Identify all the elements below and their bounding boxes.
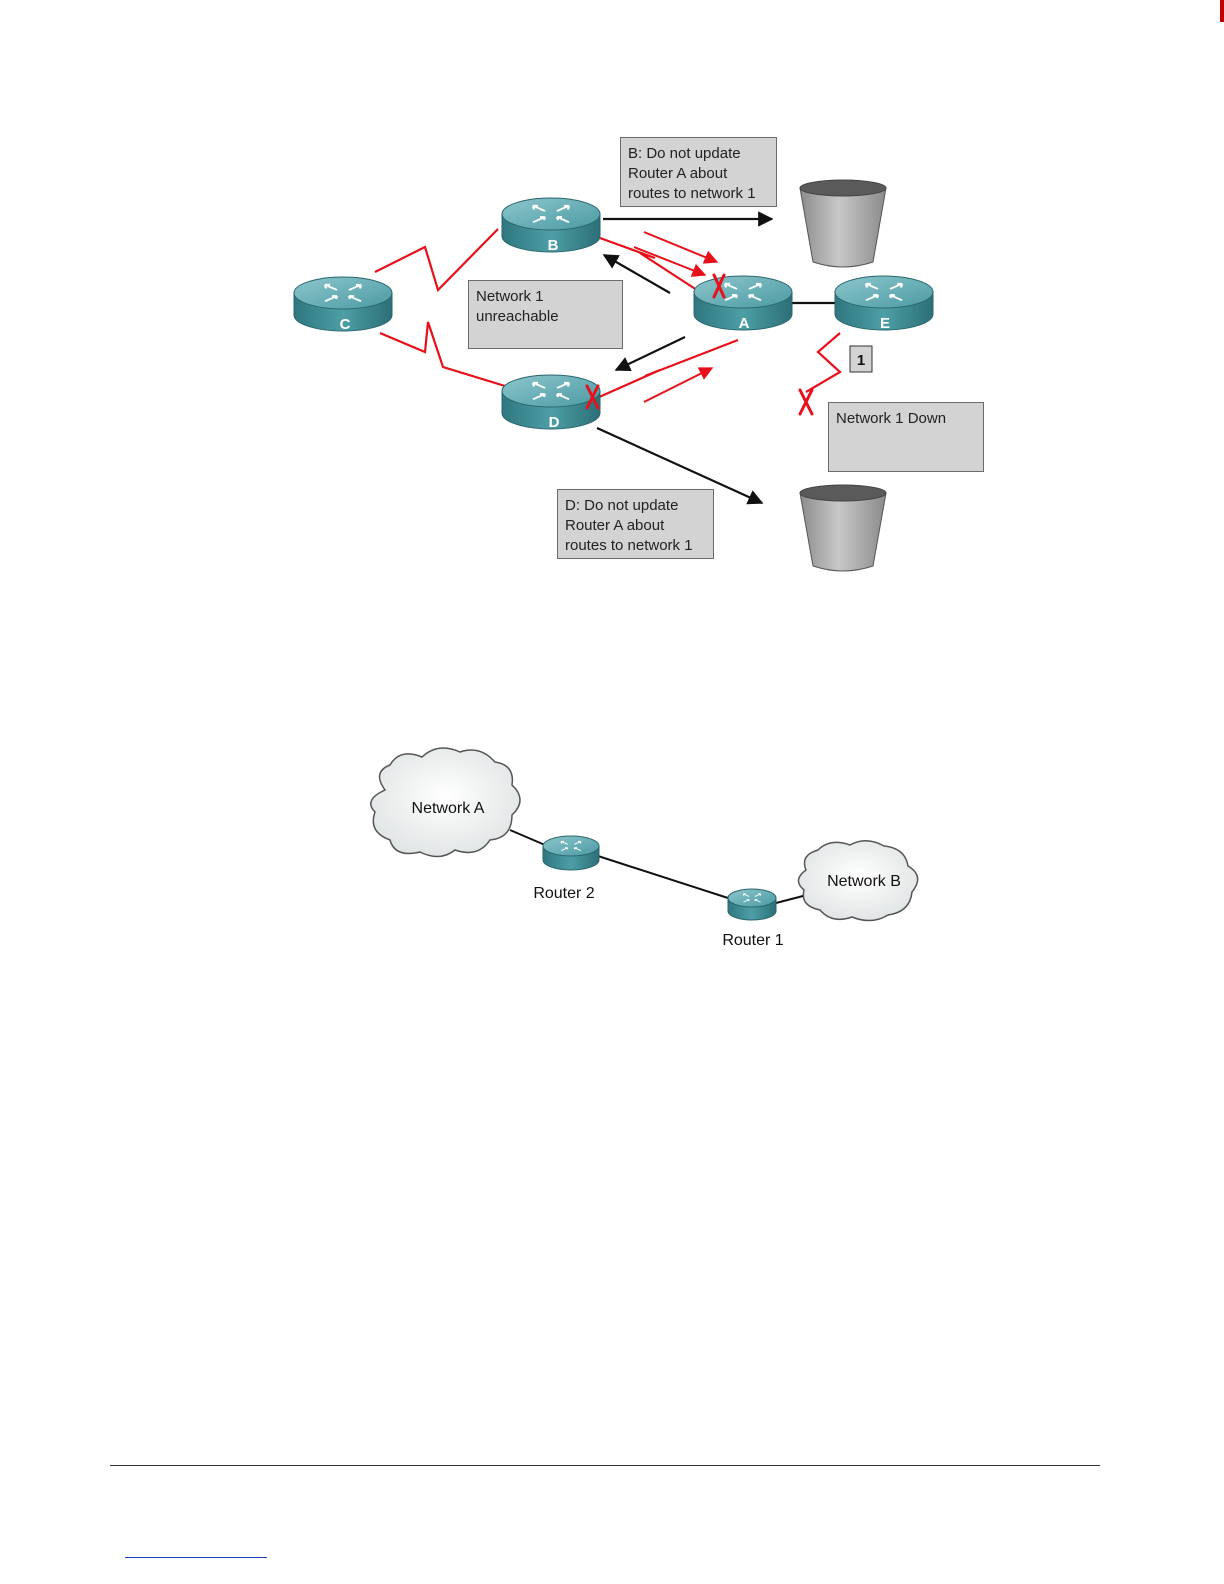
network-1-tag-label: 1 bbox=[857, 352, 865, 369]
router-d-note: D: Do not update Router A about routes t… bbox=[557, 489, 714, 559]
network-b-label: Network B bbox=[827, 873, 901, 890]
router-b-note: B: Do not update Router A about routes t… bbox=[620, 137, 777, 207]
update-arrow-b-to-a-2 bbox=[634, 247, 705, 275]
bit-bucket-icon-top bbox=[800, 180, 886, 267]
router-2-label: Router 2 bbox=[533, 885, 594, 902]
failure-x-mark-network1 bbox=[800, 390, 812, 414]
router-e-label: E bbox=[880, 315, 890, 332]
link-networka-router2 bbox=[510, 830, 545, 845]
router-1-icon bbox=[728, 889, 776, 920]
network-a-label: Network A bbox=[412, 800, 485, 817]
link-router1-networkb bbox=[776, 896, 803, 903]
network-down-note: Network 1 Down bbox=[828, 402, 984, 472]
router-b-label: B bbox=[548, 237, 559, 254]
router-2-icon bbox=[543, 836, 599, 870]
serial-link-e-network1 bbox=[806, 333, 840, 392]
link-router2-router1 bbox=[598, 856, 728, 898]
footer-link-underline[interactable] bbox=[125, 1557, 267, 1558]
router-1-label: Router 1 bbox=[722, 932, 783, 949]
router-a-label: A bbox=[739, 315, 750, 332]
network-unreachable-note: Network 1 unreachable bbox=[468, 280, 623, 349]
router-d-label: D bbox=[549, 414, 560, 431]
router-c-label: C bbox=[340, 316, 351, 333]
footer-divider bbox=[110, 1465, 1100, 1466]
bit-bucket-icon-bottom bbox=[800, 485, 886, 571]
